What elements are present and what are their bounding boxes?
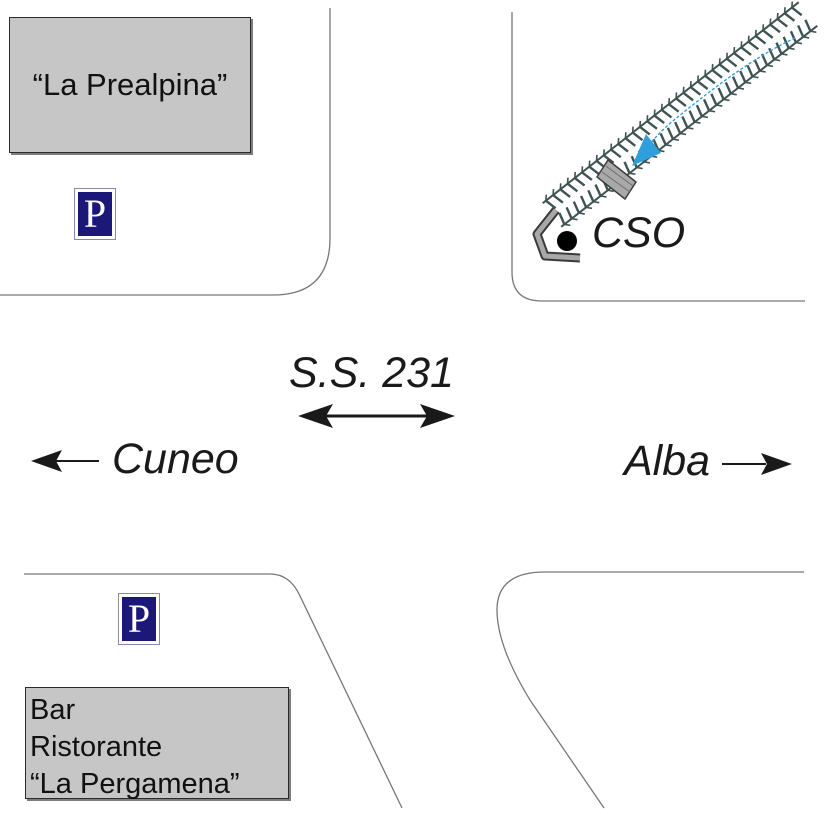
arrow-right-icon: [722, 453, 792, 475]
pergamena-line-bar: Bar: [30, 694, 76, 726]
road-label: S.S. 231: [289, 349, 454, 397]
road-double-arrow-icon: [298, 404, 455, 428]
alba-label: Alba: [624, 437, 711, 485]
parking-symbol: P: [78, 192, 112, 236]
coiled-sensor-icon: [532, 1, 818, 263]
cuneo-label: Cuneo: [112, 435, 239, 483]
parking-symbol: P: [122, 597, 156, 641]
parking-sign-icon: P: [74, 188, 116, 240]
la-prealpina-box: “La Prealpina”: [9, 17, 251, 153]
curb-top-right: [511, 12, 805, 302]
parking-sign-icon: P: [118, 593, 160, 645]
curb-bottom-left: [24, 573, 403, 809]
curb-bottom-right: [496, 571, 804, 809]
arrow-left-icon: [31, 450, 99, 472]
pergamena-line-ristorante: Ristorante: [30, 731, 163, 763]
cso-label: CSO: [592, 209, 686, 257]
pergamena-line-name: “La Pergamena”: [30, 768, 240, 800]
flow-arrow-icon: [632, 134, 661, 166]
la-prealpina-label: “La Prealpina”: [32, 67, 228, 102]
curb-top-left: [0, 8, 331, 296]
station-dot: [557, 231, 577, 251]
la-pergamena-box: Bar Ristorante “La Pergamena”: [25, 687, 289, 800]
